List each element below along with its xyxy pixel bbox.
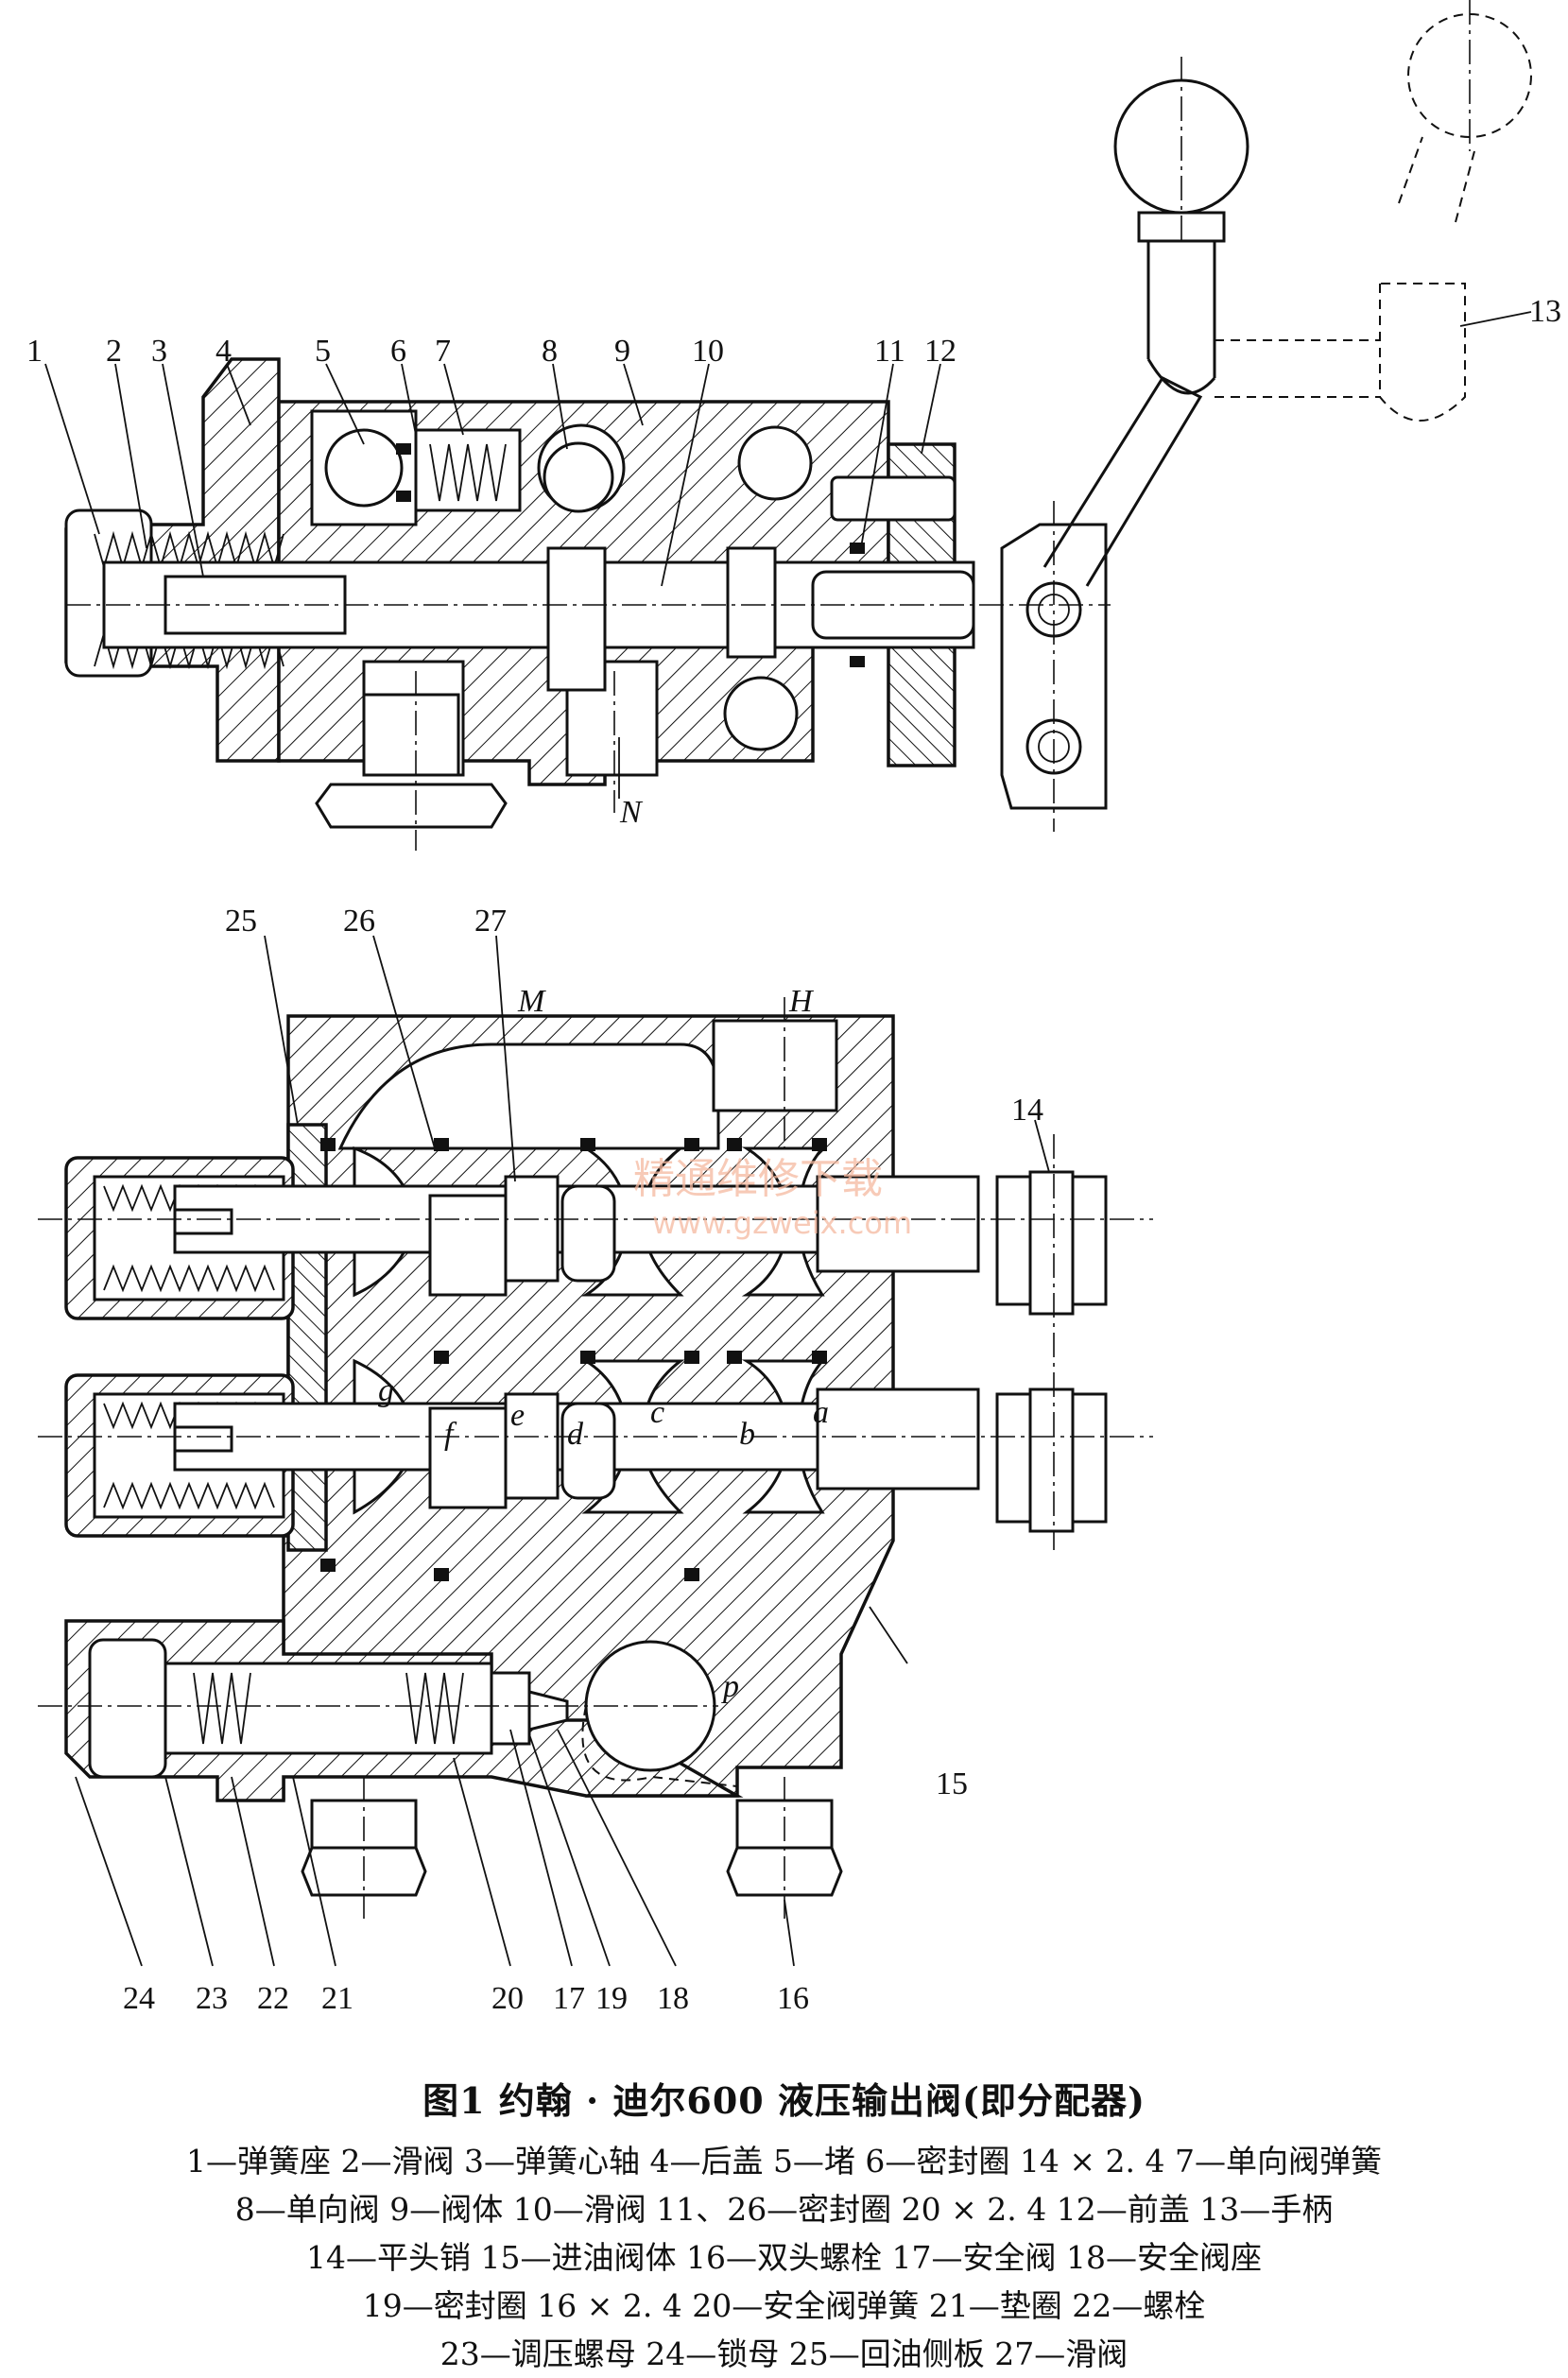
legend-line: 8—单向阀 9—阀体 10—滑阀 11、26—密封圈 20 × 2. 4 12—…	[234, 2191, 1334, 2228]
callout-25: 25	[225, 904, 257, 939]
port-h-label: H	[788, 984, 815, 1019]
callout-9: 9	[614, 334, 630, 369]
port-m-label: M	[517, 984, 546, 1019]
channel-g-label: g	[378, 1373, 394, 1408]
legend-line: 19—密封圈 16 × 2. 4 20—安全阀弹簧 21—垫圈 22—螺栓	[362, 2287, 1206, 2324]
watermark: 精通维修下载 www.gzweix.com	[633, 1155, 912, 1241]
top-callout-labels: 1 2 3 4 5 6 7 8 9 10 11 12 13 N	[26, 294, 1561, 830]
callout-5: 5	[315, 334, 331, 369]
legend-line: 23—调压螺母 24—锁母 25—回油侧板 27—滑阀	[439, 2335, 1129, 2372]
callout-20: 20	[491, 1981, 524, 2016]
callout-12: 12	[924, 334, 956, 369]
callout-26: 26	[343, 904, 375, 939]
channel-a-label: a	[813, 1395, 829, 1430]
callout-11: 11	[874, 334, 905, 369]
port-n-label: N	[619, 795, 644, 830]
channel-d-label: d	[567, 1417, 584, 1452]
callout-6: 6	[390, 334, 406, 369]
callout-18: 18	[657, 1981, 689, 2016]
figure-title: 图1 约翰 · 迪尔600 液压输出阀(即分配器)	[422, 2079, 1146, 2122]
callout-7: 7	[435, 334, 451, 369]
callout-22: 22	[257, 1981, 289, 2016]
legend-line: 14—平头销 15—进油阀体 16—双头螺栓 17—安全阀 18—安全阀座	[306, 2239, 1262, 2276]
callout-13: 13	[1529, 294, 1561, 329]
callout-27: 27	[474, 904, 507, 939]
callout-24: 24	[123, 1981, 155, 2016]
hydraulic-valve-drawing: 1 2 3 4 5 6 7 8 9 10 11 12 13 N	[26, 0, 1561, 2016]
callout-14: 14	[1011, 1093, 1043, 1128]
callout-3: 3	[151, 334, 167, 369]
callout-8: 8	[542, 334, 558, 369]
bottom-section-view	[38, 997, 1153, 1919]
top-leader-lines	[44, 311, 1532, 799]
callout-10: 10	[692, 334, 724, 369]
figure-caption: 图1 约翰 · 迪尔600 液压输出阀(即分配器) 1—弹簧座 2—滑阀 3—弹…	[0, 2072, 1568, 2378]
callout-16: 16	[777, 1981, 809, 2016]
callout-23: 23	[196, 1981, 228, 2016]
callout-1: 1	[26, 334, 43, 369]
svg-text:www.gzweix.com: www.gzweix.com	[652, 1205, 912, 1241]
legend-line: 1—弹簧座 2—滑阀 3—弹簧心轴 4—后盖 5—堵 6—密封圈 14 × 2.…	[186, 2143, 1382, 2180]
callout-4: 4	[215, 334, 232, 369]
channel-b-label: b	[739, 1417, 755, 1452]
top-section-view	[64, 0, 1532, 851]
channel-c-label: c	[650, 1395, 664, 1430]
callout-19: 19	[595, 1981, 628, 2016]
svg-text:精通维修下载: 精通维修下载	[633, 1155, 883, 1203]
callout-2: 2	[106, 334, 122, 369]
bottom-callout-labels: 25 26 27 M H 14 g f e d c b a p 15 24 23…	[123, 904, 1043, 2016]
channel-e-label: e	[510, 1398, 525, 1433]
bottom-leader-lines	[75, 935, 1050, 1967]
callout-21: 21	[321, 1981, 353, 2016]
port-p-label: p	[721, 1669, 739, 1704]
callout-15: 15	[936, 1766, 968, 1801]
callout-17: 17	[553, 1981, 585, 2016]
